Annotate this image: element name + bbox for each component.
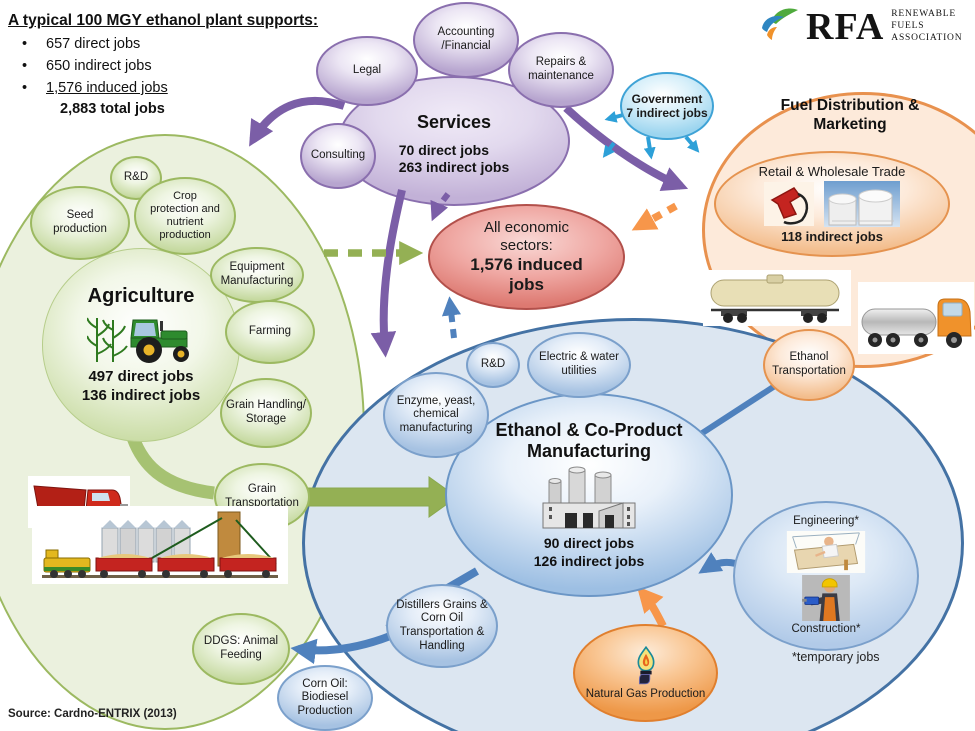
- grain-elevator-train-image: [32, 506, 288, 584]
- node-government: Government 7 indirect jobs: [620, 72, 714, 140]
- node-equipment-manufacturing: Equipment Manufacturing: [210, 247, 304, 303]
- node-retail-wholesale: Retail & Wholesale Trade 118 indirect jo…: [714, 151, 950, 257]
- rail-tank-car-image: [703, 270, 851, 326]
- node-distillers-transport: Distillers Grains & Corn Oil Transportat…: [386, 584, 498, 668]
- arrow-services-to-ethanol-zone: [370, 189, 406, 358]
- summary-bullet-direct: 657 direct jobs: [8, 36, 338, 52]
- ethanol-jobs: 90 direct jobs 126 indirect jobs: [533, 535, 645, 569]
- retail-images-row: [764, 181, 900, 227]
- summary-panel: A typical 100 MGY ethanol plant supports…: [8, 12, 338, 117]
- arrow-services-to-fuel: [563, 105, 689, 192]
- node-ddgs-animal-feeding: DDGS: Animal Feeding: [192, 613, 290, 685]
- summary-bullet-indirect: 650 indirect jobs: [8, 58, 338, 74]
- engineering-label: Engineering*: [793, 515, 859, 528]
- construction-label: Construction*: [791, 623, 861, 635]
- rfa-org-name: RENEWABLE FUELS ASSOCIATION: [891, 9, 963, 43]
- temporary-jobs-note: *temporary jobs: [792, 650, 880, 664]
- node-enzyme-manufacturing: Enzyme, yeast, chemical manufacturing: [383, 372, 489, 458]
- node-ethanol-main: Ethanol & Co-Product Manufacturing 90 di…: [445, 393, 733, 597]
- node-induced-jobs: All economic sectors: 1,576 induced jobs: [428, 204, 625, 310]
- node-corn-oil-biodiesel: Corn Oil: Biodiesel Production: [277, 665, 373, 731]
- gas-flame-icon: [636, 645, 655, 684]
- ethanol-title: Ethanol & Co-Product Manufacturing: [495, 419, 683, 461]
- node-engineering-construction: Engineering* Construction*: [733, 501, 919, 651]
- fuel-zone-title: Fuel Distribution & Marketing: [780, 97, 920, 134]
- node-natural-gas: Natural Gas Production: [573, 624, 718, 722]
- node-consulting: Consulting: [300, 123, 376, 189]
- node-crop-protection: Crop protection and nutrient production: [134, 177, 236, 255]
- summary-total-jobs: 2,883 total jobs: [60, 101, 165, 117]
- rfa-logo: RFA RENEWABLE FUELS ASSOCIATION: [758, 6, 962, 48]
- arrow-government-left: [604, 111, 624, 123]
- node-accounting-financial: Accounting /Financial: [413, 2, 519, 78]
- node-repairs-maintenance: Repairs & maintenance: [508, 32, 614, 108]
- arrow-services-to-agriculture: [249, 96, 346, 147]
- node-farming: Farming: [225, 300, 315, 364]
- arrow-naturalgas-to-ethanol: [636, 586, 667, 628]
- arrow-government-downleft: [602, 141, 616, 158]
- services-title: Services: [416, 111, 492, 132]
- arrow-fuel-to-induced: [631, 202, 678, 231]
- natural-gas-label: Natural Gas Production: [585, 687, 706, 700]
- node-grain-handling: Grain Handling/ Storage: [220, 378, 312, 448]
- services-jobs: 70 direct jobs 263 indirect jobs: [398, 141, 510, 176]
- tanker-truck-image: [858, 282, 974, 354]
- node-utilities: Electric & water utilities: [527, 332, 631, 398]
- arrow-government-down: [643, 136, 656, 160]
- node-ethanol-transportation: Ethanol Transportation: [763, 329, 855, 401]
- source-citation: Source: Cardno-ENTRIX (2013): [8, 708, 177, 720]
- drafting-image: [786, 531, 866, 573]
- rfa-acronym: RFA: [806, 6, 885, 48]
- tractor-corn-image: [87, 317, 189, 363]
- arrow-government-downright: [684, 135, 700, 153]
- factory-image: [542, 466, 636, 529]
- storage-tanks-image: [824, 181, 900, 227]
- arrow-ethanol-to-induced: [441, 296, 462, 339]
- node-agriculture-main: Agriculture 497 direct jobs 136 indirect…: [42, 248, 240, 442]
- summary-bullet-induced: 1,576 induced jobs: [8, 80, 338, 96]
- arrow-grain-to-ethanol: [307, 476, 458, 518]
- node-ethanol-rd: R&D: [466, 342, 520, 388]
- agriculture-title: Agriculture: [87, 284, 195, 307]
- rfa-swoosh-icon: [758, 6, 804, 48]
- node-seed-production: Seed production: [30, 186, 130, 260]
- summary-title: A typical 100 MGY ethanol plant supports…: [8, 12, 319, 29]
- agriculture-jobs: 497 direct jobs 136 indirect jobs: [81, 367, 201, 404]
- gas-pump-image: [764, 182, 814, 226]
- arrow-services-to-induced: [430, 192, 451, 222]
- construction-worker-image: [802, 575, 850, 621]
